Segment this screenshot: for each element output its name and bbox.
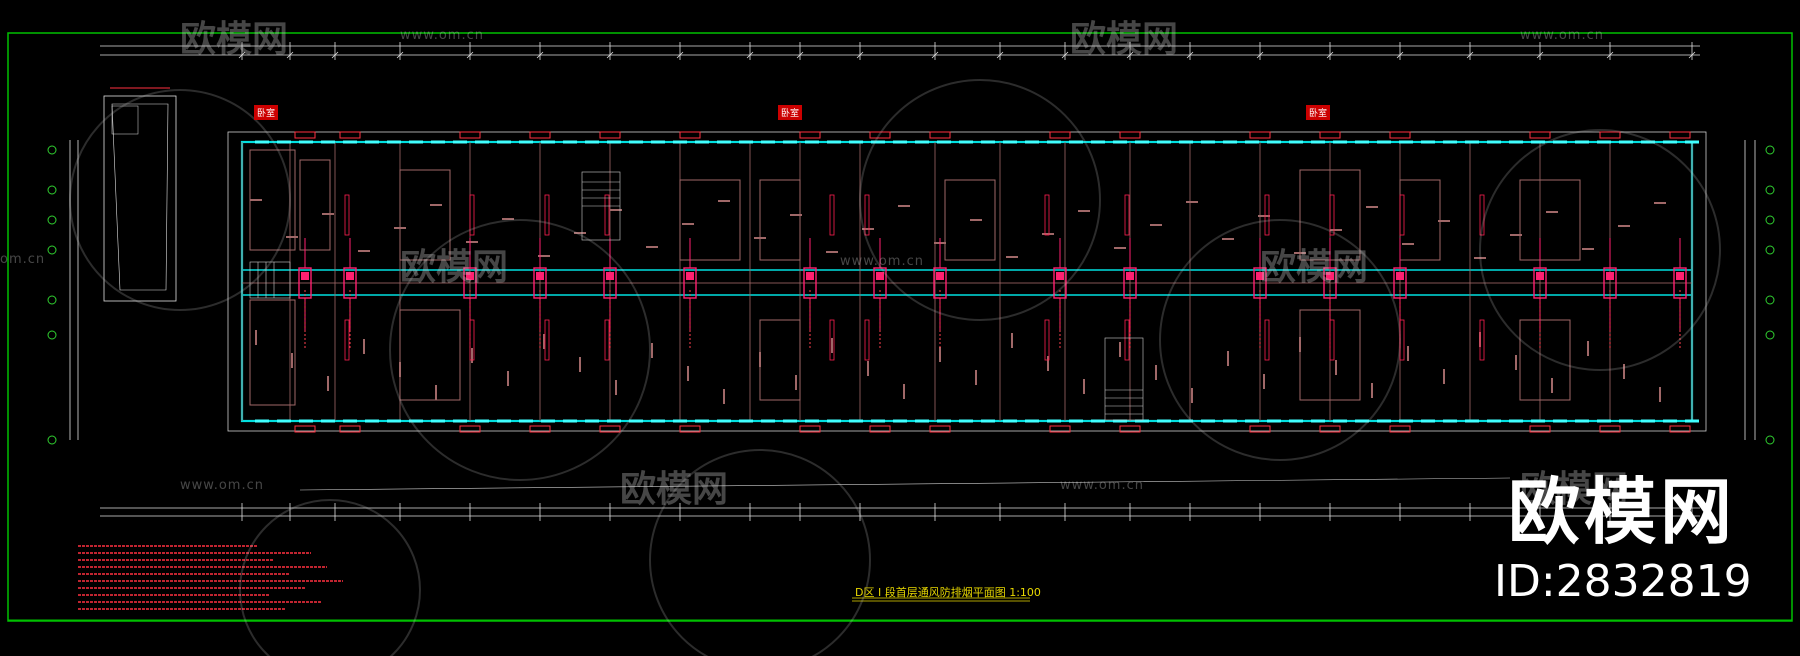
watermark-url-4: www.om.cn: [840, 254, 924, 269]
stair-2: [1104, 337, 1144, 421]
watermark-brand-3: 欧模网: [400, 247, 509, 288]
notes-block: [78, 545, 343, 610]
brand-logo-text: 欧模网: [1508, 470, 1737, 554]
model-id: ID:2832819: [1494, 556, 1752, 607]
watermark-url-6: www.om.cn: [1060, 478, 1144, 493]
watermark-circles: [69, 79, 1721, 656]
top-dimension-ticks: [238, 42, 1696, 60]
zone-label-1: 卧室: [254, 105, 279, 120]
watermark-brand-4: 欧模网: [1260, 247, 1369, 288]
zone-label-3: 卧室: [1306, 105, 1331, 120]
ventilation-equipment: [294, 131, 1691, 433]
watermark-url-5: www.om.cn: [180, 478, 264, 493]
stair-3: [249, 261, 291, 299]
structural-grid: [241, 142, 1693, 421]
drawing-frame: [7, 32, 1793, 622]
watermark-brand-1: 欧模网: [180, 19, 289, 60]
axis-bubbles: [47, 145, 1775, 445]
bottom-dimension-line: [100, 507, 1700, 517]
key-plan: [103, 87, 177, 302]
stair-1: [581, 171, 621, 241]
right-axis: [1744, 140, 1756, 440]
left-axis: [69, 140, 79, 440]
title-underline: [852, 597, 1030, 602]
top-dimension-line: [100, 45, 1700, 56]
corridor: [242, 269, 1692, 296]
watermark-brand-2: 欧模网: [1070, 19, 1179, 60]
watermark-url-1: www.om.cn: [400, 28, 484, 43]
watermark-url-3: om.cn: [0, 252, 46, 267]
watermark-brand-5: 欧模网: [620, 469, 729, 510]
section-line: [299, 477, 1511, 491]
zone-label-2: 卧室: [778, 105, 803, 120]
drawing-title: D区 I 段首层通风防排烟平面图 1:100: [855, 586, 1041, 599]
watermark-url-2: www.om.cn: [1520, 28, 1604, 43]
watermark-brand-6: 欧模网: [1520, 469, 1629, 510]
bottom-dimension-ticks: [241, 503, 1693, 521]
